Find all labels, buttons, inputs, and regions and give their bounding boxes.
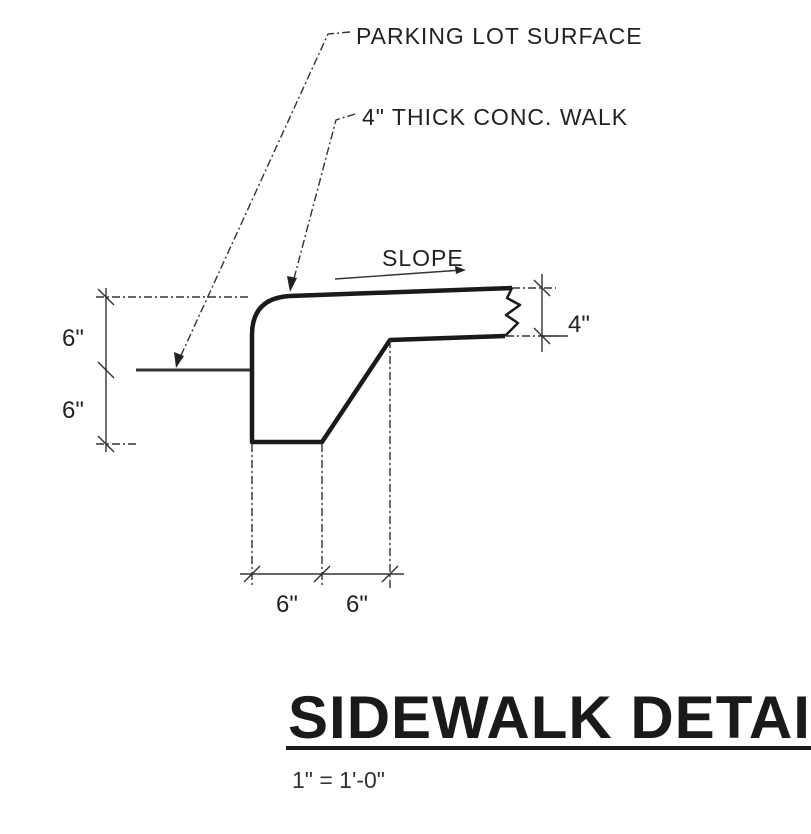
tick-bottom-1	[243, 565, 261, 583]
dim-lower-height: 6"	[62, 397, 84, 424]
curb-section	[136, 285, 522, 445]
curb-outline-upper	[249, 285, 513, 445]
dim-upper-height: 6"	[62, 325, 84, 352]
tick-bottom-2	[313, 565, 331, 583]
leaders	[174, 31, 466, 368]
tick-mid	[97, 361, 115, 379]
arrowhead-walk	[287, 276, 297, 292]
dim-walk-thickness: 4"	[568, 311, 590, 338]
drawing-title: SIDEWALK DETAIL	[288, 684, 811, 751]
label-walk-note: 4" THICK CONC. WALK	[362, 104, 628, 130]
slope-arrowhead	[455, 266, 466, 274]
leader-parking-surface	[177, 31, 351, 363]
dim-taper-width: 6"	[346, 591, 368, 618]
tick-right-top	[533, 279, 551, 297]
leader-walk	[291, 113, 356, 287]
slope-arrow-line	[334, 269, 463, 280]
tick-bottom	[97, 435, 115, 453]
dim-bottom-width: 6"	[276, 591, 298, 618]
left-dimensions	[96, 288, 250, 453]
arrowhead-parking	[174, 352, 184, 368]
drawing-scale: 1" = 1'-0"	[292, 767, 385, 793]
bottom-dimensions	[240, 340, 404, 588]
label-slope: SLOPE	[382, 245, 464, 271]
break-line	[504, 287, 522, 337]
tick-bottom-3	[381, 565, 399, 583]
label-parking-lot-surface: PARKING LOT SURFACE	[356, 23, 643, 49]
right-dimensions	[506, 274, 568, 352]
tick-top	[97, 288, 115, 306]
